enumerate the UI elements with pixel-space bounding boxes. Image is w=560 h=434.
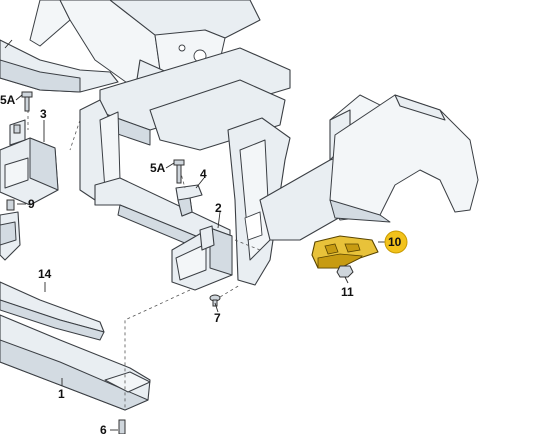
part-10-highlighted-bracket (311, 235, 379, 269)
callout-5a-left: 5A (0, 93, 16, 107)
callout-4: 4 (200, 167, 207, 181)
part-3-bracket (0, 119, 59, 206)
part-1-crossmember (0, 314, 151, 411)
callout-3: 3 (40, 107, 47, 121)
part-2-crash-box (171, 225, 233, 291)
lock-carrier-frame (69, 47, 291, 286)
callout-11: 11 (341, 285, 354, 299)
callout-6: 6 (100, 423, 107, 434)
callout-14: 14 (38, 267, 52, 281)
part-4-bracket (175, 184, 203, 217)
bolt-5a-left (21, 91, 33, 112)
callout-5a-middle: 5A (150, 161, 166, 175)
callout-10-badge (384, 230, 408, 254)
bolt-5a-middle (173, 159, 185, 184)
nut-11 (336, 265, 354, 278)
part-14-bumper-bar (0, 281, 105, 341)
callout-9: 9 (28, 197, 35, 211)
callout-10: 10 (388, 235, 402, 249)
right-fender (329, 94, 479, 223)
leader-lines (15, 94, 386, 431)
upper-frame-structure (29, 0, 261, 111)
callout-1: 1 (58, 387, 65, 401)
bolt-6 (118, 419, 126, 434)
callout-7: 7 (214, 311, 221, 325)
callout-2: 2 (215, 201, 222, 215)
left-upper-rail (0, 39, 119, 93)
bolt-9 (6, 199, 15, 211)
small-clip-part-3 (13, 124, 21, 134)
left-lower-bracket (0, 211, 21, 261)
callout-labels: 5A 3 9 5A 4 2 10 11 14 7 1 6 (0, 93, 408, 434)
